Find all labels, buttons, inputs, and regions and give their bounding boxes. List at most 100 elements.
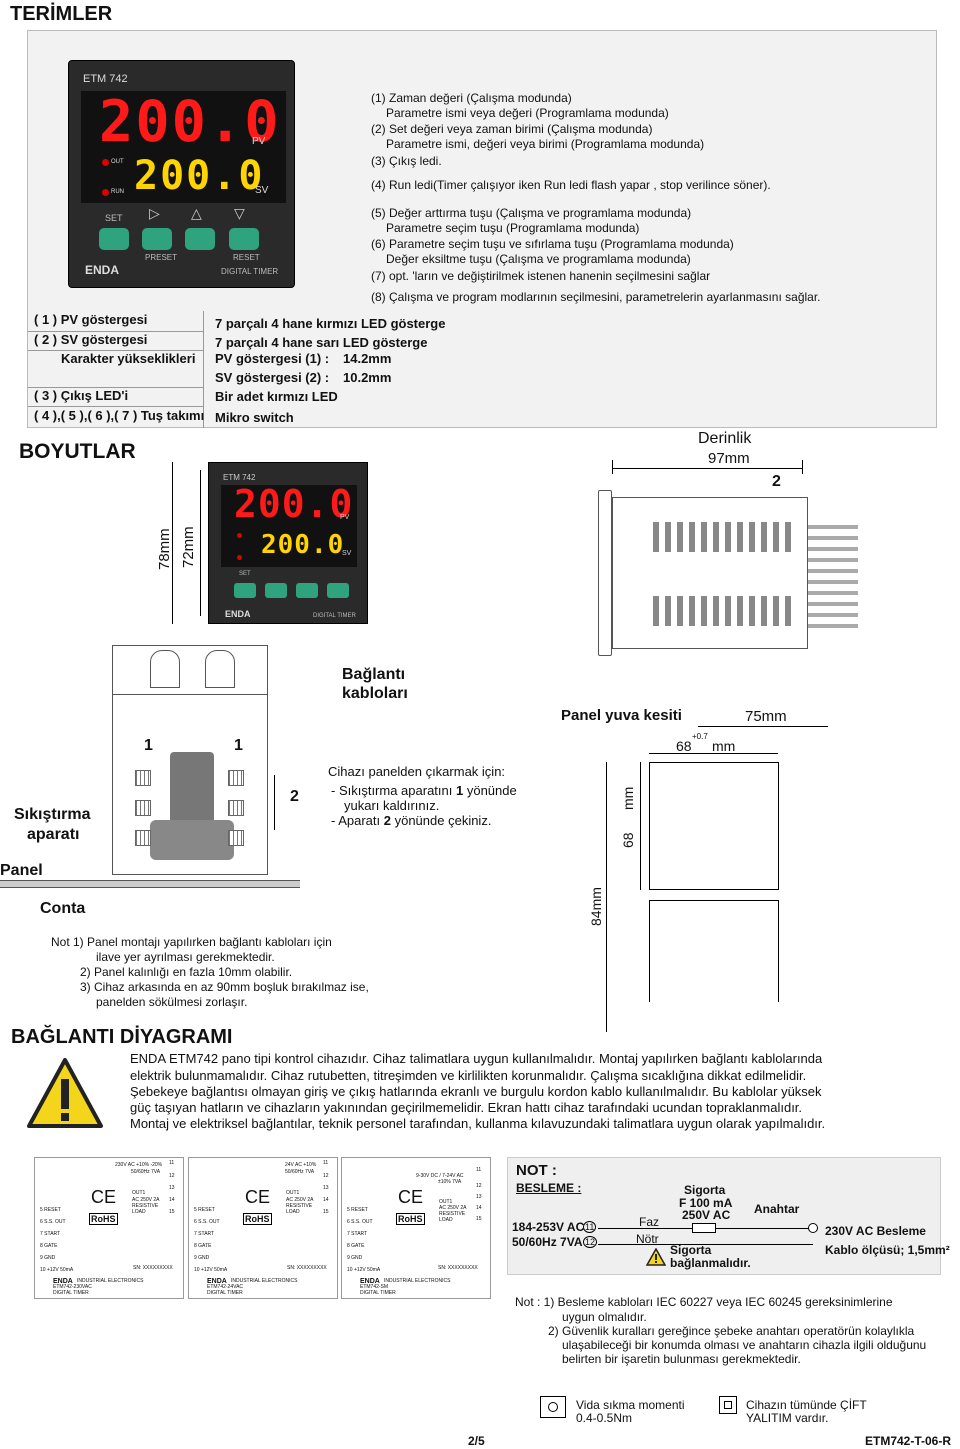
shift-key[interactable] bbox=[142, 228, 172, 250]
supply-title: BESLEME : bbox=[516, 1181, 582, 1195]
cutout-75: 75mm bbox=[745, 708, 787, 725]
out-led bbox=[102, 159, 109, 166]
pin-5: 5 RESET bbox=[40, 1207, 61, 1213]
pv-tag: PV bbox=[252, 136, 266, 147]
spec-char-sv: SV göstergesi (2) : bbox=[215, 370, 330, 385]
pin-12: 12 bbox=[476, 1183, 482, 1189]
warning-line-1: ENDA ETM742 pano tipi kontrol cihazıdır.… bbox=[130, 1051, 823, 1066]
screw-torque-icon bbox=[540, 1396, 566, 1418]
removal-step1: - Sıkıştırma aparatını 1 yönünde bbox=[331, 783, 517, 798]
pin-11: 11 bbox=[323, 1160, 329, 1166]
double-insulation-icon bbox=[719, 1396, 737, 1414]
device-model-small: ETM 742 bbox=[223, 473, 256, 482]
document-code: ETM742-T-06-R bbox=[865, 1434, 952, 1448]
fuse-volt: 250V AC bbox=[682, 1208, 731, 1222]
pin-7: 7 START bbox=[347, 1231, 368, 1237]
spec-out-label: ( 3 ) Çıkış LED'i bbox=[34, 388, 129, 403]
side-terminals bbox=[808, 520, 858, 628]
pin-8: 8 GATE bbox=[347, 1243, 365, 1249]
supply-range: 184-253V AC bbox=[512, 1220, 585, 1234]
pin-9: 9 GND bbox=[347, 1255, 363, 1261]
conn-title: BAĞLANTI DİYAGRAMI bbox=[11, 1026, 233, 1048]
cutout-mm: mm bbox=[712, 738, 736, 754]
label-supply2: 50/60Hz 7VA bbox=[285, 1169, 315, 1175]
page-number: 2/5 bbox=[468, 1434, 485, 1448]
pin-11: 11 bbox=[476, 1167, 482, 1173]
down-key[interactable] bbox=[229, 228, 259, 250]
label-out-rating3: LOAD bbox=[439, 1217, 453, 1223]
type-tag: DIGITAL TIMER bbox=[221, 267, 279, 276]
fuse-label: Sigorta bbox=[684, 1183, 726, 1197]
pin-10: 10 +12V 50mA bbox=[347, 1267, 381, 1273]
side-dir-2: 2 bbox=[772, 473, 781, 490]
sv-tag: SV bbox=[255, 185, 269, 196]
terminal-label-sm: 9-30V DC / 7-24V AC ±10% 7VA 11 12 13 14… bbox=[341, 1157, 491, 1299]
sv-display-small: 200.0 bbox=[261, 530, 345, 560]
set-tag-small: SET bbox=[239, 571, 251, 577]
cutout-mm-vert: mm bbox=[620, 786, 636, 810]
term-6: (6) Parametre seçim tuşu ve sıfırlama tu… bbox=[371, 237, 734, 251]
pin-13: 13 bbox=[323, 1185, 329, 1191]
spec-sv-value: 7 parçalı 4 hane sarı LED gösterge bbox=[215, 335, 428, 350]
spec-char-pv-val: 14.2mm bbox=[343, 351, 392, 366]
clamp-dir-1b: 1 bbox=[234, 737, 243, 754]
dims-title: BOYUTLAR bbox=[19, 440, 136, 463]
ce-mark: CE bbox=[91, 1187, 117, 1207]
fuse-note-1: Sigorta bbox=[670, 1243, 712, 1257]
set-tag: SET bbox=[105, 213, 123, 223]
label-supply: 24V AC +10% bbox=[285, 1162, 317, 1168]
pin-6: 6 S.S. OUT bbox=[40, 1219, 66, 1225]
terminal-11: 11 bbox=[583, 1221, 597, 1234]
mount-note-3: 3) Cihaz arkasında en az 90mm boşluk bır… bbox=[80, 980, 369, 994]
set-key-small bbox=[234, 583, 256, 598]
rohs-mark: RoHS bbox=[396, 1213, 425, 1226]
pv-display: 200.0 bbox=[99, 89, 281, 155]
spec-char-sv-val: 10.2mm bbox=[343, 370, 392, 385]
cutout-68-vert: 68 bbox=[620, 832, 636, 848]
warning-icon bbox=[27, 1058, 103, 1128]
label-supply2: 50/60Hz 7VA bbox=[131, 1169, 161, 1175]
insulation-line-2: YALITIM vardır. bbox=[746, 1411, 829, 1425]
pin-15: 15 bbox=[476, 1216, 482, 1222]
panel-label: Panel bbox=[0, 862, 43, 879]
label-model: ETM742-230VAC bbox=[53, 1284, 92, 1290]
cutout-square-2 bbox=[649, 900, 779, 1002]
spec-pv-label: ( 1 ) PV göstergesi bbox=[34, 312, 148, 327]
pin-5: 5 RESET bbox=[194, 1207, 215, 1213]
out-led-small bbox=[237, 533, 242, 538]
set-key[interactable] bbox=[99, 228, 129, 250]
term-2: (2) Set değeri veya zaman birimi (Çalışm… bbox=[371, 122, 653, 136]
side-body bbox=[612, 497, 808, 649]
label-out-rating: AC 250V 2A bbox=[132, 1197, 160, 1203]
pin-7: 7 START bbox=[40, 1231, 61, 1237]
warning-line-3: Şebekeye bağlantısı olmayan giriş ve çık… bbox=[130, 1084, 822, 1099]
side-bezel bbox=[598, 490, 612, 656]
spec-char-label: Karakter yükseklikleri bbox=[61, 351, 196, 366]
panel-plate bbox=[0, 880, 300, 888]
pin-15: 15 bbox=[323, 1209, 329, 1215]
spec-key-label: ( 4 ),( 5 ),( 6 ),( 7 ) Tuş takımı bbox=[34, 408, 205, 423]
up-key[interactable] bbox=[185, 228, 215, 250]
brand-logo: ENDA bbox=[85, 263, 120, 277]
label-type: DIGITAL TIMER bbox=[53, 1290, 89, 1296]
cables-line2: kabloları bbox=[342, 685, 408, 702]
mount-note-3b: panelden sökülmesi zorlaşır. bbox=[96, 995, 248, 1009]
cutout-square-1 bbox=[649, 762, 779, 890]
fuse-warning-icon bbox=[646, 1248, 666, 1266]
spec-pv-value: 7 parçalı 4 hane kırmızı LED gösterge bbox=[215, 316, 446, 331]
label-sn: SN: XXXXXXXXX bbox=[287, 1265, 327, 1271]
warning-line-2: elektrik bulunmamalıdır. Cihaz rutubette… bbox=[130, 1068, 807, 1083]
run-tag: RUN bbox=[111, 189, 124, 195]
device-front: ETM 742 200.0 PV 200.0 SV OUT RUN SET ▷ … bbox=[68, 60, 295, 288]
out-tag: OUT bbox=[111, 159, 124, 165]
label-brand: ENDA bbox=[360, 1278, 380, 1285]
switch-icon bbox=[808, 1223, 818, 1233]
up-arrow-icon: △ bbox=[191, 205, 202, 221]
preset-tag: PRESET bbox=[145, 253, 178, 262]
rohs-mark: RoHS bbox=[89, 1213, 118, 1226]
pin-14: 14 bbox=[476, 1205, 482, 1211]
spec-key-value: Mikro switch bbox=[215, 410, 294, 425]
pin-12: 12 bbox=[169, 1173, 175, 1179]
terminal-label-230v: 230V AC +10% -20% 50/60Hz 7VA 11 12 13 1… bbox=[34, 1157, 184, 1299]
term-5b: Parametre seçim tuşu (Programlama modund… bbox=[386, 221, 640, 235]
